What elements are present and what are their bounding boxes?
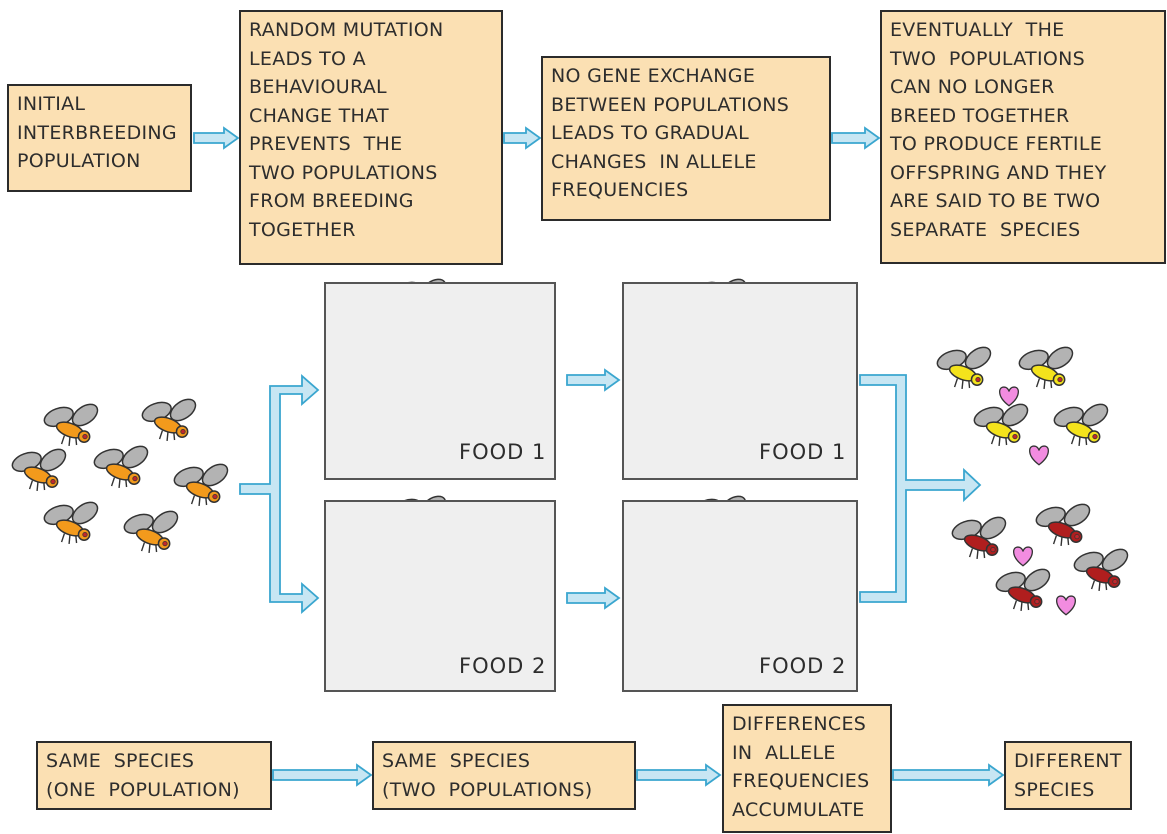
arrow-bottom-1 (272, 763, 373, 787)
step-different-species: DIFFERENT SPECIES (1004, 741, 1132, 810)
step-initial-population: INITIAL INTERBREEDING POPULATION (7, 84, 192, 192)
food2-label: FOOD 2 (459, 654, 547, 678)
fly-yellow (1051, 400, 1113, 447)
fly-orange (121, 507, 183, 554)
fly-red (949, 513, 1011, 560)
food1-label: FOOD 1 (459, 440, 547, 464)
arrow-panel-top (566, 368, 621, 392)
panel-food1-early: FOOD 1 (324, 282, 556, 480)
step-same-species-two: SAME SPECIES (TWO POPULATIONS) (372, 741, 636, 810)
arrow-top-1 (193, 126, 240, 150)
arrow-top-2 (503, 126, 542, 150)
heart-icon (1029, 445, 1049, 466)
fly-orange (139, 395, 201, 442)
flow-arrows (193, 126, 1005, 787)
fly-yellow (971, 400, 1033, 447)
arrow-merge (859, 374, 982, 603)
arrow-bottom-3 (892, 763, 1005, 787)
fly-yellow (1016, 343, 1078, 390)
food1-label: FOOD 1 (759, 440, 847, 464)
step-same-species-one: SAME SPECIES (ONE POPULATION) (36, 741, 272, 810)
heart-icon (999, 386, 1019, 407)
fly-red (993, 565, 1055, 612)
heart-icon (1056, 595, 1076, 616)
step-separate-species: EVENTUALLY THE TWO POPULATIONS CAN NO LO… (880, 10, 1166, 264)
arrow-panel-bottom (566, 586, 621, 610)
fly-orange (9, 445, 71, 492)
food2-label: FOOD 2 (759, 654, 847, 678)
arrow-top-3 (831, 126, 881, 150)
arrow-split (239, 374, 320, 614)
step-random-mutation: RANDOM MUTATION LEADS TO A BEHAVIOURAL C… (239, 10, 503, 265)
step-allele-differences: DIFFERENCES IN ALLELE FREQUENCIES ACCUMU… (722, 704, 892, 833)
fly-orange (171, 460, 233, 507)
heart-icon (1013, 546, 1033, 567)
panel-food1-late: FOOD 1 (622, 282, 858, 480)
fly-orange (41, 498, 103, 545)
step-no-gene-exchange: NO GENE EXCHANGE BETWEEN POPULATIONS LEA… (541, 56, 831, 221)
fly-red (1033, 500, 1095, 547)
fly-orange (91, 442, 153, 489)
panel-food2-late: FOOD 2 (622, 500, 858, 692)
fly-red (1071, 545, 1133, 592)
arrow-bottom-2 (636, 763, 722, 787)
panel-food2-early: FOOD 2 (324, 500, 556, 692)
fly-yellow (934, 343, 996, 390)
fly-orange (41, 400, 103, 447)
fly-groups (9, 275, 1133, 634)
